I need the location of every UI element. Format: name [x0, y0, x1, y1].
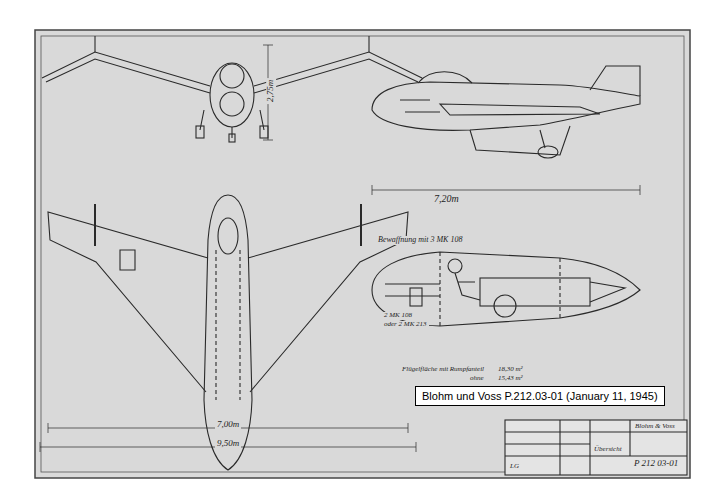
drawing-label: 2,75m: [266, 78, 276, 104]
drawing-label: 9,50m: [215, 439, 241, 449]
drawing-label: Flügelfläche mit Rumpfanteil: [400, 366, 486, 374]
title-block-text: Übersicht: [592, 446, 624, 454]
drawing-label: oder 2 MK 213: [382, 321, 429, 329]
drawing-label: ohne: [468, 375, 486, 383]
title-block-text: Blohm & Voss: [633, 423, 677, 431]
drawing-label: Bewaffnung mit 3 MK 108: [376, 236, 464, 245]
caption-box: Blohm und Voss P.212.03-01 (January 11, …: [415, 386, 665, 406]
drawing-label: 7,20m: [432, 193, 461, 204]
drawing-label: 7,00m: [215, 420, 241, 430]
drawing-label: 15,43 m²: [496, 375, 525, 383]
title-block-text: P 212 03-01: [632, 459, 680, 469]
title-block-text: LG: [508, 463, 521, 471]
drawing-label: 2 MK 108: [382, 312, 414, 320]
drawing-label: 18,30 m²: [496, 366, 525, 374]
